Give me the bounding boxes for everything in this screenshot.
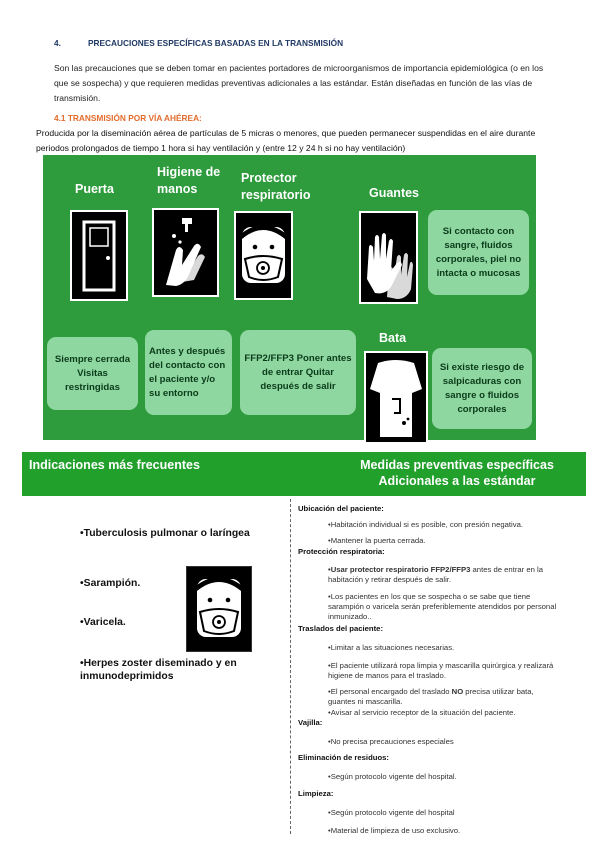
intro-paragraph: Son las precauciones que se deben tomar … [54,63,544,103]
gloves-icon [359,211,418,304]
indication-item: •Tuberculosis pulmonar o laríngea [80,528,250,539]
limpieza-item: •Según protocolo vigente del hospital [328,808,455,817]
ubicacion-item: •Mantener la puerta cerrada. [328,536,426,545]
residuos-title: Eliminación de residuos: [298,753,389,762]
respirator-note: FFP2/FFP3 Poner antes de entrar Quitar d… [240,330,356,415]
label-bata: Bata [379,331,407,345]
ubicacion-title: Ubicación del paciente: [298,504,384,513]
table-header: Indicaciones más frecuentes Medidas prev… [22,452,586,496]
proteccion-item: •Los pacientes en los que se sospecha o … [328,592,557,621]
traslados-item: •El paciente utilizará ropa limpia y mas… [328,661,554,680]
hand-hygiene-note: Antes y después del contacto con el paci… [145,330,232,415]
vajilla-title: Vajilla: [298,718,323,727]
respirator-mask-icon [186,566,252,652]
hand-washing-icon [152,208,219,297]
indication-item: •Sarampión. [80,578,141,589]
indications-header: Indicaciones más frecuentes [29,458,200,472]
column-divider [290,499,291,834]
indication-item: •Herpes zoster diseminado y en inmunodep… [80,658,237,682]
limpieza-title: Limpieza: [298,789,334,798]
label-puerta: Puerta [75,182,114,196]
ubicacion-item: •Habitación individual si es posible, co… [328,520,523,529]
traslados-title: Traslados del paciente: [298,624,384,633]
subsection-description: Producida por la diseminación aérea de p… [36,128,536,153]
proteccion-item: •Usar protector respiratorio FFP2/FFP3 a… [328,565,544,584]
gown-icon [364,351,428,444]
gloves-note: Si contacto con sangre, fluidos corporal… [428,210,529,295]
vajilla-item: •No precisa precauciones especiales [328,737,454,746]
residuos-item: •Según protocolo vigente del hospital. [328,772,457,781]
traslados-item: •Avisar al servicio receptor de la situa… [328,708,516,717]
section-number: 4. [54,38,61,48]
precautions-infographic: Puerta Higiene de manos Protector respir… [43,155,536,444]
measures-header: Medidas preventivas específicas Adiciona… [360,458,554,488]
traslados-item: •El personal encargado del traslado NO p… [328,687,534,706]
respirator-mask-icon [234,211,293,300]
traslados-item: •Limitar a las situaciones necesarias. [328,643,455,652]
label-protector: Protector respiratorio [241,171,311,202]
label-higiene: Higiene de manos [157,165,221,196]
proteccion-title: Protección respiratoria: [298,547,385,556]
label-guantes: Guantes [369,186,420,200]
door-icon [70,210,128,301]
door-note: Siempre cerrada Visitas restringidas [47,337,138,410]
limpieza-item: •Material de limpieza de uso exclusivo. [328,826,461,835]
section-title-text: PRECAUCIONES ESPECÍFICAS BASADAS EN LA T… [88,38,344,48]
gown-note: Si existe riesgo de salpicaduras con san… [432,348,532,429]
indication-item: •Varicela. [80,617,126,628]
section-title: 4. PRECAUCIONES ESPECÍFICAS BASADAS EN LA… [54,38,343,48]
subsection-title: 4.1 TRANSMISIÓN POR VÍA AHÉREA: [54,113,202,123]
